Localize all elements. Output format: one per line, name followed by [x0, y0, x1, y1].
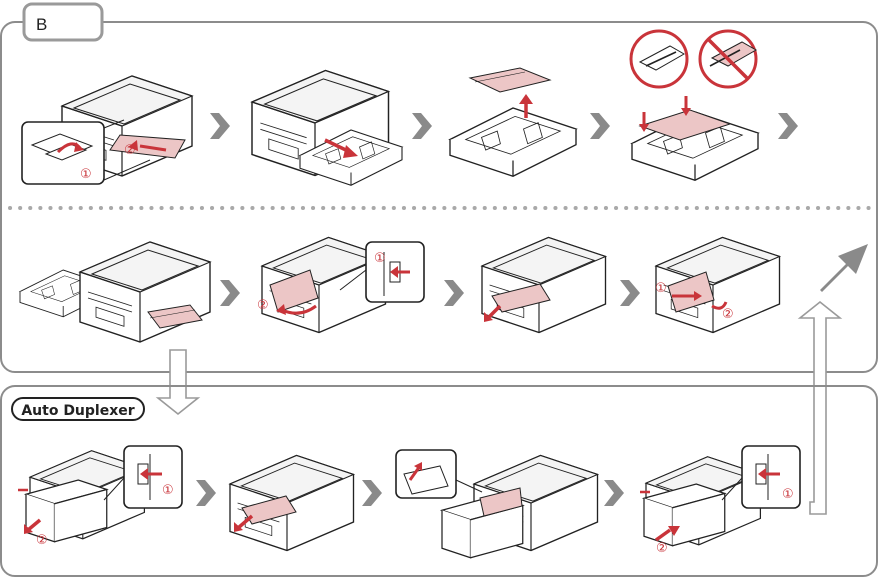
arrow-right-icon — [778, 113, 798, 139]
zoom-inset: ① — [339, 241, 425, 303]
flow-arrow-down-icon — [155, 349, 201, 416]
step-remove-duplexer-paper — [229, 454, 355, 552]
zoom-inset: ① — [103, 445, 183, 509]
top-panel-frame — [0, 21, 878, 373]
step-marker-two: ② — [36, 532, 48, 547]
arrow-right-icon — [210, 113, 230, 139]
bottom-panel-frame — [0, 385, 878, 577]
flow-arrow-up-icon — [797, 300, 843, 515]
step-open-output-tray: ① ② — [21, 75, 193, 185]
step-open-rear-cover: ② ① — [257, 236, 425, 334]
step-marker-two: ② — [656, 540, 668, 555]
zoom-inset: ① — [721, 445, 801, 509]
step-reload-paper — [629, 29, 759, 181]
arrow-right-icon — [362, 480, 382, 506]
arrow-right-icon — [412, 113, 432, 139]
step-marker-one: ① — [655, 280, 667, 295]
step-pull-out-paper — [481, 236, 607, 334]
step-marker-one: ① — [374, 250, 386, 265]
step-marker-two: ② — [257, 297, 269, 312]
step-remove-jammed-paper — [19, 241, 211, 343]
step-marker-one: ① — [162, 482, 174, 497]
section-tag-label: B — [36, 15, 47, 34]
arrow-right-icon — [604, 480, 624, 506]
step-marker-two: ② — [722, 306, 734, 321]
zoom-inset: ① — [21, 119, 151, 185]
arrow-right-icon — [220, 280, 240, 306]
section-tag: B — [22, 2, 104, 42]
arrow-right-icon — [590, 113, 610, 139]
step-remove-duplexer: ② ① — [18, 445, 183, 547]
step-remove-cassette — [251, 69, 403, 186]
step-open-duplexer-cover — [395, 449, 599, 559]
subsection-tag: Auto Duplexer — [11, 397, 145, 421]
prohibited-icon — [698, 29, 758, 89]
arrow-up-right-icon — [820, 244, 868, 292]
arrow-right-icon — [620, 280, 640, 306]
arrow-right-icon — [196, 480, 216, 506]
step-marker-one: ① — [782, 486, 794, 501]
step-remove-paper — [449, 67, 577, 177]
correct-loading-icon — [629, 29, 689, 89]
subsection-tag-label: Auto Duplexer — [21, 403, 134, 419]
step-marker-two: ② — [124, 142, 136, 157]
step-marker-one: ① — [80, 166, 92, 181]
arrow-right-icon — [444, 280, 464, 306]
zoom-inset — [395, 449, 483, 499]
step-close-rear-cover: ① ② — [655, 236, 781, 334]
step-reattach-duplexer: ② ① — [640, 445, 801, 555]
